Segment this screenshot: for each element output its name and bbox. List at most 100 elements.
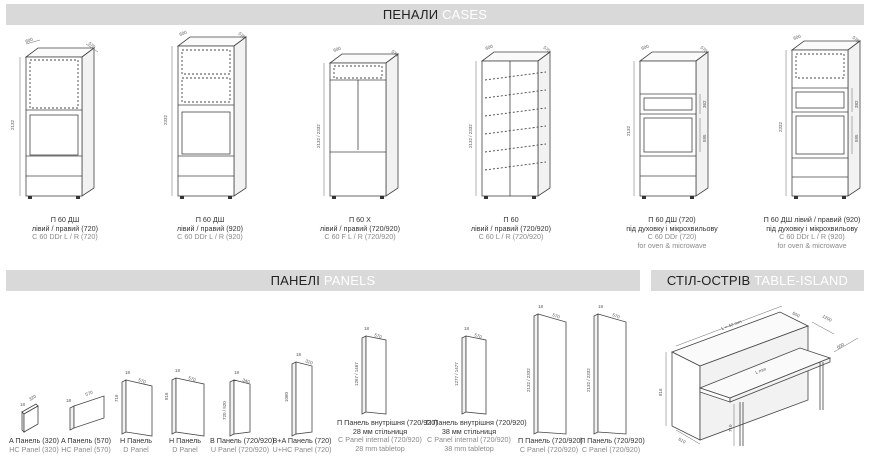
case-code: C 60 DDr (720) (647, 232, 697, 242)
case-5-dim-d: 570 (699, 45, 708, 54)
case-variant: під духовку і мікрохвильову (626, 223, 718, 233)
island-dim-depth: 600 (792, 311, 801, 319)
island-dim-base: 610 (678, 437, 687, 445)
panel-6-dim-t: 18 (296, 352, 302, 357)
panel-6-dim-d: 320 (305, 358, 314, 365)
panel-6-dim-h: 1080 (284, 391, 289, 402)
case-caption-6: П 60 ДШ лівий / правий (920) під духовку… (756, 215, 868, 250)
panel-3-dim-t: 18 (125, 370, 131, 375)
island-title-ua: СТІЛ-ОСТРІВ (666, 273, 751, 288)
case-2-dim-h: 2332 (163, 114, 168, 125)
case-4-dim-d: 570 (542, 45, 551, 54)
case-name: П 60 ДШ лівий / правий (920) (763, 215, 861, 224)
panel-drawing-8: 18 570 1277 / 1477 (454, 326, 487, 415)
panel-drawing-10: 18 570 2132 / 2332 (586, 304, 627, 435)
panel-name: H Панель (168, 436, 202, 445)
panel-2-dim-d: 570 (85, 390, 94, 397)
panel-1-dim-d: 320 (28, 394, 37, 402)
panel-caption-6: B+A Панель (720) U+HC Panel (720) (272, 436, 332, 454)
panels-title-ua: ПАНЕЛІ (270, 273, 321, 288)
panel-2-dim-t: 18 (66, 398, 72, 403)
case-3-dim-h: 2132 / 2332 (316, 124, 321, 148)
panel-drawing-7: 18 570 1267 / 1467 (354, 326, 387, 415)
panel-caption-1: A Панель (320) HC Panel (320) (8, 436, 60, 454)
island-dim-leg: 710 (728, 424, 733, 432)
panel-caption-8: П Панель внутрішня (720/920) 38 мм стіль… (426, 418, 527, 453)
panel-tabletop: 38 мм стільниця (441, 426, 497, 436)
case-drawing-2: 2332 600 570 (163, 30, 248, 199)
case-variant: лівий / правий (720) (31, 223, 99, 233)
panel-caption-5: B Панель (720/920) U Panel (720/920) (210, 436, 275, 454)
case-drawing-1: 2132 600 570 (10, 37, 99, 199)
panel-tabletop-en: 38 mm tabletop (444, 443, 494, 453)
case-variant: лівий / правий (720/920) (319, 223, 401, 233)
case-drawing-6: 2332 600 570 382 595 (778, 34, 862, 199)
island-header: СТІЛ-ОСТРІВ TABLE-ISLAND (651, 270, 864, 291)
panel-8-dim-d: 570 (474, 332, 483, 339)
case-5-dim-micro: 362 (702, 100, 707, 108)
case-3-dim-w: 600 (333, 46, 342, 53)
panel-code: C Panel internal (720/920) (338, 435, 422, 445)
panel-caption-3: H Панель D Panel (114, 436, 158, 454)
panel-8-dim-h: 1277 / 1477 (454, 362, 459, 386)
case-name: П 60 Х (349, 215, 371, 224)
cases-title-en: CASES (442, 7, 488, 22)
case-variant: лівий / правий (720/920) (470, 223, 552, 233)
panel-name: A Панель (320) (9, 436, 59, 445)
panel-name: П Панель внутрішня (720/920) (337, 418, 438, 427)
panels-header: ПАНЕЛІ PANELS (6, 270, 640, 291)
panel-caption-7: П Панель внутрішня (720/920) 28 мм стіль… (337, 418, 438, 453)
panel-1-dim-t: 18 (20, 402, 26, 407)
panel-3-dim-d: 570 (138, 377, 147, 384)
panel-code: D Panel (172, 444, 198, 454)
case-5-dim-oven: 595 (702, 134, 707, 142)
panel-drawing-9: 18 570 2132 / 2332 (526, 304, 567, 435)
panel-caption-9: П Панель (720/920) C Panel (720/920) (518, 436, 583, 454)
panel-code: HC Panel (570) (61, 444, 111, 454)
panel-9-dim-t: 18 (538, 304, 544, 309)
panel-name: A Панель (570) (61, 436, 111, 445)
panel-9-dim-h: 2132 / 2332 (526, 368, 531, 392)
panel-code: C Panel (720/920) (581, 444, 641, 454)
panel-7-dim-d: 570 (374, 332, 383, 339)
panel-4-dim-h: 816 (164, 392, 169, 400)
panel-4-dim-t: 18 (175, 368, 181, 373)
cases-header: ПЕНАЛИ CASES (6, 4, 864, 25)
case-name: П 60 ДШ (720) (648, 215, 696, 224)
case-6-dim-d: 570 (851, 35, 860, 44)
case-4-dim-w: 600 (485, 44, 494, 51)
case-1-dim-h: 2132 (10, 119, 15, 130)
panel-9-dim-d: 570 (552, 312, 561, 319)
panel-drawing-6: 18 320 1080 (284, 352, 314, 437)
case-2-dim-w: 600 (179, 30, 188, 37)
case-4-dim-h: 2132 / 2332 (468, 124, 473, 148)
case-6-dim-oven: 595 (854, 134, 859, 142)
case-caption-3: П 60 Х лівий / правий (720/920) C 60 F L… (305, 215, 415, 242)
panel-name: H Панель (119, 436, 153, 445)
case-code: C 60 DDr L / R (720) (32, 232, 98, 242)
panel-4-dim-d: 570 (188, 375, 197, 382)
panel-5-dim-h: 720 / 920 (222, 401, 227, 420)
case-purpose: for oven & microwave (637, 240, 707, 250)
case-variant: під духовку і мікрохвильову (766, 223, 858, 233)
case-caption-1: П 60 ДШ лівий / правий (720) C 60 DDr L … (10, 215, 120, 242)
panel-code: D Panel (123, 444, 149, 454)
panel-drawing-2: 18 570 (66, 390, 105, 431)
panel-drawing-1: 18 320 (20, 394, 39, 433)
case-code: C 60 L / R (720/920) (478, 232, 544, 242)
case-variant: лівий / правий (920) (176, 223, 244, 233)
case-1-dim-d: 570 (87, 41, 96, 50)
panel-10-dim-t: 18 (598, 304, 604, 309)
case-3-dim-d: 570 (390, 49, 399, 58)
case-5-dim-h: 2132 (626, 125, 631, 136)
panel-name: П Панель (720/920) (518, 436, 583, 445)
island-drawing: L = 40 mm L mm 600 1200 600 816 710 610 (658, 305, 859, 446)
panel-name: П Панель (720/920) (580, 436, 645, 445)
panel-code: C Panel (720/920) (519, 444, 579, 454)
panel-code: HC Panel (320) (9, 444, 59, 454)
panel-5-dim-d: 340 (242, 377, 251, 384)
case-5-dim-w: 600 (641, 44, 650, 51)
panel-name: B Панель (720/920) (210, 436, 275, 445)
case-code: C 60 F L / R (720/920) (324, 232, 396, 242)
case-drawing-5: 2132 600 570 362 595 (626, 44, 710, 199)
